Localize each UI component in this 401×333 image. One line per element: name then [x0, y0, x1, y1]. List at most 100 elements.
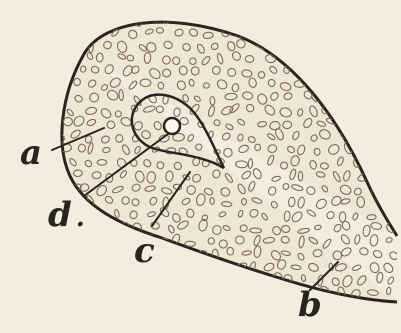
cell — [111, 185, 124, 194]
cell — [165, 170, 174, 183]
cell — [240, 198, 248, 206]
cell — [354, 234, 361, 245]
cell — [75, 22, 84, 24]
cell — [216, 157, 225, 165]
cell — [263, 262, 275, 272]
cell — [269, 65, 278, 74]
cell — [114, 208, 120, 219]
cell — [106, 275, 119, 281]
cell — [339, 301, 352, 315]
cell — [182, 43, 191, 52]
cell — [68, 263, 77, 274]
cell — [221, 201, 233, 208]
cell — [48, 27, 61, 39]
cell — [61, 78, 66, 90]
cell — [386, 286, 392, 296]
cell — [366, 214, 377, 221]
cell — [319, 162, 329, 170]
cell — [241, 170, 252, 180]
cell — [224, 172, 233, 183]
cell — [342, 275, 353, 288]
cell — [227, 67, 237, 77]
cell — [345, 41, 353, 50]
cell — [87, 142, 94, 155]
cell — [156, 290, 168, 300]
cell — [298, 235, 305, 249]
cell — [62, 65, 69, 73]
cell — [303, 117, 313, 129]
cell — [161, 187, 173, 195]
cell — [86, 118, 97, 127]
cell — [287, 196, 296, 208]
cell — [115, 134, 124, 143]
cell — [111, 264, 122, 272]
cell — [332, 170, 341, 183]
cell — [297, 227, 311, 234]
cell — [263, 28, 272, 41]
cell — [70, 129, 81, 139]
cell — [306, 186, 316, 196]
cell — [297, 144, 306, 156]
cell — [122, 65, 133, 77]
cell — [267, 78, 276, 88]
cell — [91, 253, 98, 261]
cell — [207, 105, 216, 118]
cell — [231, 51, 242, 61]
cell — [61, 301, 69, 303]
cell — [202, 82, 210, 89]
cell — [118, 276, 129, 283]
cell — [265, 289, 274, 300]
cell — [238, 144, 249, 154]
cell — [279, 107, 292, 118]
cell — [167, 224, 175, 234]
cell — [130, 288, 140, 302]
cell — [276, 259, 287, 270]
label-d-period: . — [76, 203, 85, 233]
cell — [193, 95, 201, 102]
cell — [82, 264, 90, 275]
cell — [236, 302, 248, 314]
cell — [352, 264, 362, 272]
cell — [181, 197, 191, 206]
cell — [212, 169, 221, 179]
cell — [64, 287, 76, 294]
cell — [221, 132, 231, 141]
cell — [378, 39, 386, 49]
cell — [385, 237, 393, 243]
cell — [334, 263, 348, 272]
cell — [237, 183, 246, 195]
cell — [150, 221, 160, 230]
cell — [132, 275, 142, 284]
cell — [126, 54, 135, 62]
cell — [229, 103, 240, 114]
cell — [119, 170, 127, 179]
cell — [301, 38, 308, 49]
cell — [202, 31, 214, 40]
cell — [270, 250, 282, 261]
cell — [378, 94, 387, 101]
cell — [111, 29, 119, 37]
cell — [169, 259, 181, 271]
cell — [331, 300, 343, 303]
cell — [133, 95, 142, 106]
cell — [73, 115, 85, 127]
cell — [353, 30, 361, 40]
cell — [85, 106, 98, 115]
cell — [268, 300, 278, 303]
cell — [340, 234, 350, 245]
cell — [187, 133, 195, 142]
cell — [360, 91, 372, 100]
cell — [324, 25, 332, 35]
cell — [241, 250, 252, 256]
cell — [86, 52, 94, 61]
cell — [131, 198, 140, 207]
cell — [375, 173, 383, 180]
cell — [292, 130, 300, 141]
cell — [234, 235, 245, 245]
cell — [282, 183, 290, 190]
cell — [73, 77, 81, 87]
cell — [375, 144, 386, 154]
cell — [372, 304, 384, 313]
cell — [121, 196, 130, 205]
cell — [195, 143, 203, 151]
